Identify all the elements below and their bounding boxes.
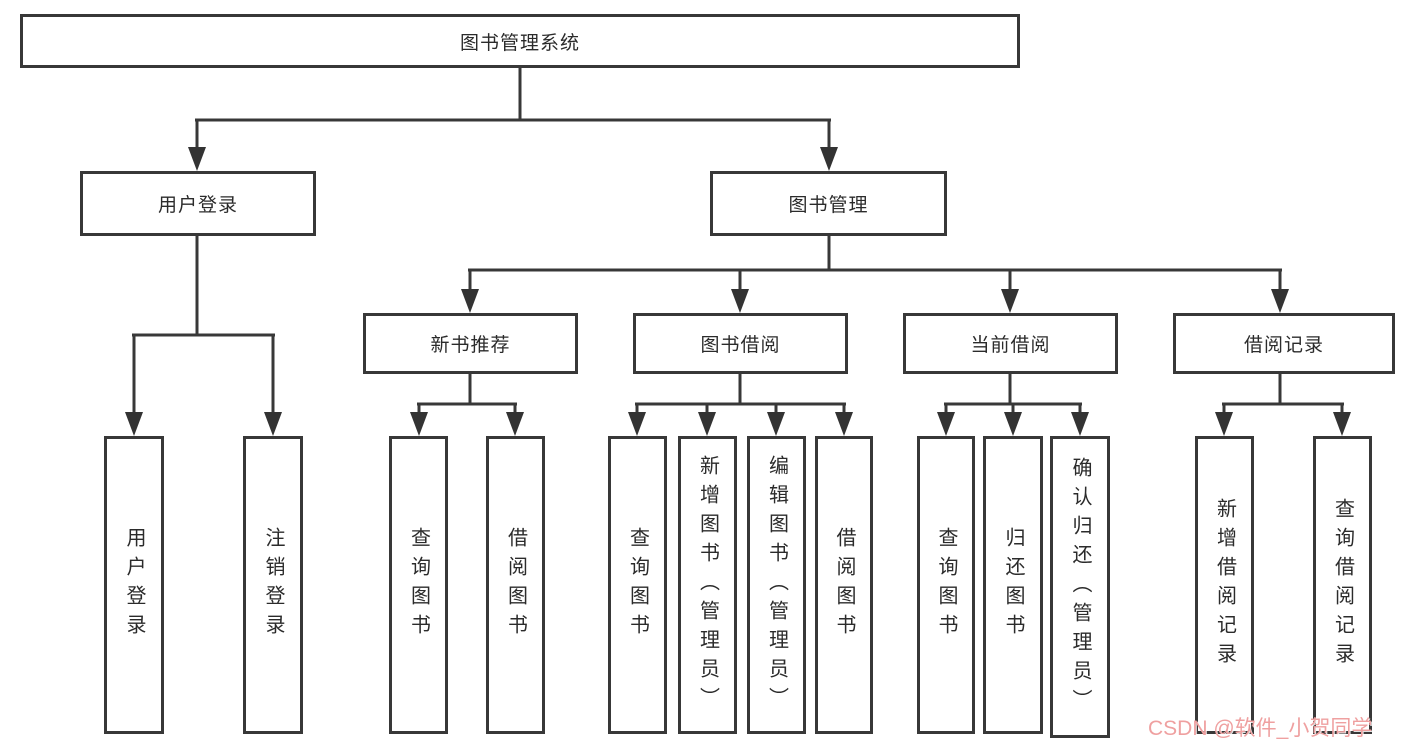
leaf-query-book-recommend: 查询图书: [389, 436, 448, 734]
connector-book-mgmt-branch: [461, 234, 1289, 313]
node-current-borrow: 当前借阅: [903, 313, 1118, 374]
node-root-label: 图书管理系统: [459, 32, 580, 54]
node-user-login-label: 用户登录: [157, 195, 238, 216]
leaf-add-borrow-record: 新增借阅记录: [1195, 436, 1254, 734]
connector-new-rec-branch: [410, 372, 524, 436]
leaf-logout-label: 注销登录: [262, 527, 284, 643]
node-book-management-label: 图书管理: [788, 195, 869, 216]
connector-borrow-records-branch: [1215, 372, 1351, 436]
node-borrow-records-label: 借阅记录: [1243, 335, 1324, 356]
node-current-borrow-label: 当前借阅: [970, 335, 1051, 356]
node-book-borrow-label: 图书借阅: [700, 335, 781, 356]
connector-root-branch: [188, 66, 838, 171]
leaf-query-book-borrow-label: 查询图书: [626, 527, 649, 643]
leaf-confirm-return-admin-label: 确认归还（管理员）: [1069, 456, 1091, 718]
leaf-add-book-admin: 新增图书（管理员）: [678, 436, 737, 734]
leaf-query-book-current: 查询图书: [917, 436, 975, 734]
leaf-return-book-label: 归还图书: [1002, 527, 1024, 643]
node-user-login: 用户登录: [80, 171, 316, 236]
leaf-add-borrow-record-label: 新增借阅记录: [1213, 498, 1236, 672]
leaf-query-book-borrow: 查询图书: [608, 436, 667, 734]
node-root-library-system: 图书管理系统: [20, 14, 1020, 68]
leaf-edit-book-admin-label: 编辑图书（管理员）: [765, 454, 788, 716]
leaf-borrow-book-label: 借阅图书: [833, 527, 855, 643]
leaf-query-borrow-record: 查询借阅记录: [1313, 436, 1372, 734]
leaf-logout: 注销登录: [243, 436, 303, 734]
leaf-borrow-book-recommend: 借阅图书: [486, 436, 545, 734]
leaf-user-login-label: 用户登录: [123, 527, 145, 643]
csdn-watermark: CSDN @软件_小贺同学: [1148, 717, 1373, 740]
leaf-return-book: 归还图书: [983, 436, 1043, 734]
node-new-book-recommend: 新书推荐: [363, 313, 578, 374]
leaf-confirm-return-admin: 确认归还（管理员）: [1050, 436, 1110, 738]
node-borrow-records: 借阅记录: [1173, 313, 1395, 374]
connector-user-login-branch: [125, 234, 282, 436]
node-book-borrow: 图书借阅: [633, 313, 848, 374]
leaf-query-book-recommend-label: 查询图书: [407, 527, 430, 643]
leaf-query-book-current-label: 查询图书: [935, 527, 957, 643]
leaf-query-borrow-record-label: 查询借阅记录: [1331, 498, 1354, 672]
leaf-edit-book-admin: 编辑图书（管理员）: [747, 436, 806, 734]
leaf-add-book-admin-label: 新增图书（管理员）: [696, 454, 719, 716]
leaf-borrow-book: 借阅图书: [815, 436, 873, 734]
connector-book-borrow-branch: [628, 372, 853, 436]
node-new-book-recommend-label: 新书推荐: [430, 335, 511, 356]
connector-current-borrow-branch: [937, 372, 1089, 436]
node-book-management: 图书管理: [710, 171, 947, 236]
leaf-borrow-book-recommend-label: 借阅图书: [504, 527, 527, 643]
leaf-user-login: 用户登录: [104, 436, 164, 734]
